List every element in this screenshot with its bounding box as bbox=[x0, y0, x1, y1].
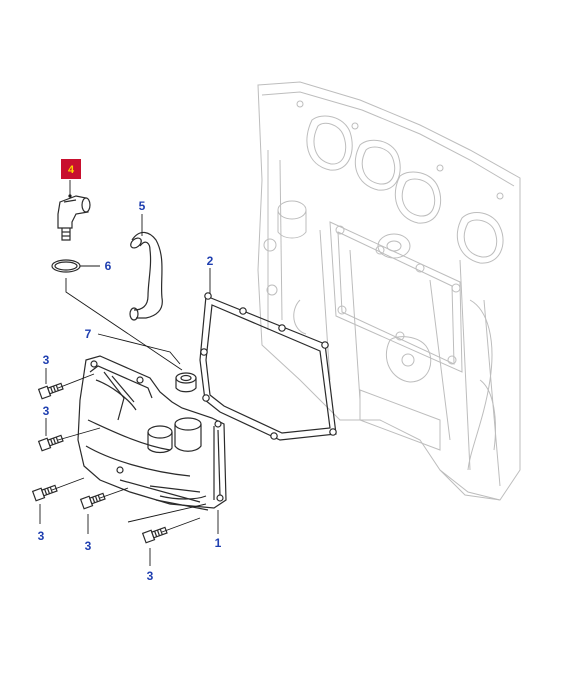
elbow-connector bbox=[57, 195, 91, 241]
leader-lines bbox=[39, 180, 219, 566]
bolt-2 bbox=[37, 434, 64, 452]
callout-3-c[interactable]: 3 bbox=[38, 529, 45, 543]
callout-labels: 4 5 6 2 7 3 3 3 3 3 1 bbox=[38, 159, 222, 583]
bolt-4 bbox=[79, 492, 106, 510]
callout-4-highlight[interactable] bbox=[61, 159, 81, 179]
bolt-5 bbox=[141, 526, 168, 544]
grommet bbox=[175, 372, 197, 393]
callout-3-e[interactable]: 3 bbox=[147, 569, 154, 583]
bolt-3 bbox=[31, 484, 58, 502]
breather-hose bbox=[129, 231, 163, 321]
o-ring bbox=[51, 259, 81, 273]
bolt-1 bbox=[37, 382, 64, 400]
engine-block-drawing bbox=[257, 81, 521, 501]
callout-3-d[interactable]: 3 bbox=[85, 539, 92, 553]
callout-4[interactable]: 4 bbox=[68, 164, 75, 176]
cover-gasket bbox=[199, 292, 337, 441]
callout-2[interactable]: 2 bbox=[207, 254, 214, 268]
callout-7[interactable]: 7 bbox=[85, 327, 92, 341]
callout-1[interactable]: 1 bbox=[215, 536, 222, 550]
callout-5[interactable]: 5 bbox=[139, 199, 146, 213]
callout-6[interactable]: 6 bbox=[105, 259, 112, 273]
breather-housing bbox=[77, 355, 227, 511]
callout-3-a[interactable]: 3 bbox=[43, 353, 50, 367]
callout-3-b[interactable]: 3 bbox=[43, 404, 50, 418]
